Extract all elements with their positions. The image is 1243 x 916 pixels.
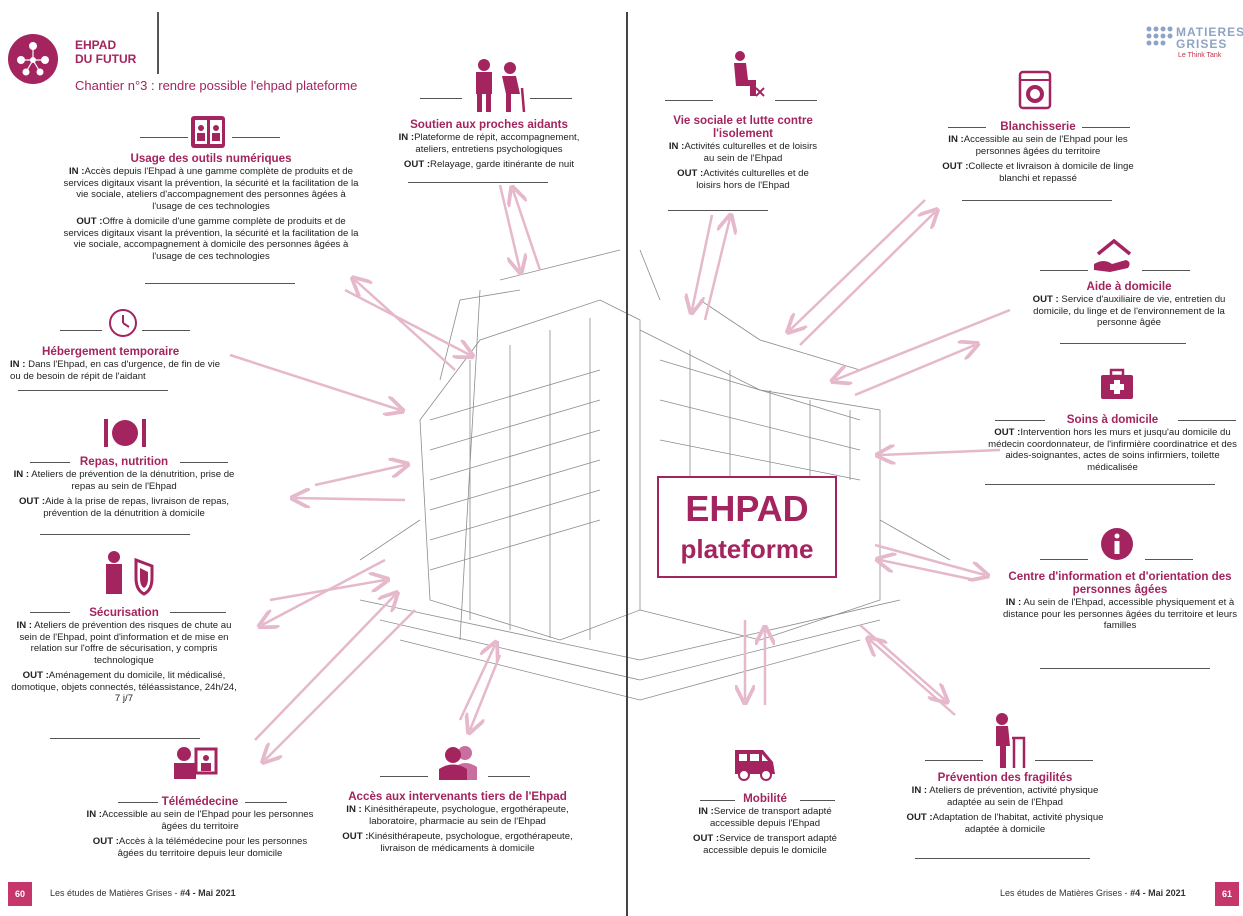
network-logo-icon — [8, 34, 58, 84]
seated-person-icon — [734, 51, 765, 97]
block-telemedecine: Télémédecine IN :Accessible au sein de l… — [86, 795, 314, 859]
tablet-icon — [191, 116, 225, 148]
footer-right: Les études de Matières Grises - #4 - Mai… — [1000, 888, 1186, 898]
block-securisation: Sécurisation IN : Ateliers de prévention… — [11, 606, 237, 704]
block-prevention: Prévention des fragilités IN : Ateliers … — [906, 771, 1104, 835]
block-mobilite: Mobilité IN :Service de transport adapté… — [693, 792, 837, 856]
block-soins: Soins à domicile OUT :Intervention hors … — [988, 413, 1237, 473]
washing-machine-icon — [1018, 70, 1052, 110]
practitioners-icon — [439, 746, 477, 780]
block-title: Usage des outils numériques — [130, 152, 292, 165]
plate-cutlery-icon — [104, 419, 146, 447]
van-icon — [735, 750, 775, 781]
home-hand-icon — [1094, 238, 1132, 272]
medical-kit-icon — [1101, 368, 1133, 399]
block-aide-domicile: Aide à domicile OUT : Service d'auxiliai… — [1032, 280, 1226, 328]
block-blanchisserie: Blanchisserie IN :Accessible au sein de … — [942, 120, 1134, 184]
walker-person-icon — [996, 713, 1026, 768]
header-rule — [157, 12, 159, 74]
brand-tagline: Le Think Tank — [1178, 52, 1222, 59]
security-person-shield-icon — [106, 551, 154, 596]
block-repas: Repas, nutrition IN : Ateliers de préven… — [13, 455, 235, 519]
clock-icon — [109, 309, 137, 337]
block-aidants: Soutien aux proches aidants IN :Platefor… — [398, 118, 580, 170]
footer-left: Les études de Matières Grises - #4 - Mai… — [50, 888, 236, 898]
block-vie-sociale: Vie sociale et lutte contre l'isolement … — [668, 114, 818, 191]
page-number-right: 61 — [1215, 882, 1239, 906]
dots-icon — [1146, 26, 1173, 46]
block-intervenants: Accès aux intervenants tiers de l'Ehpad … — [342, 790, 573, 854]
block-numerique: Usage des outils numériques IN :Accès de… — [63, 152, 359, 262]
caregivers-icon — [476, 59, 526, 113]
block-hebergement: Hébergement temporaire IN : Dans l'Ehpad… — [10, 345, 221, 382]
page-number-left: 60 — [8, 882, 32, 906]
center-label: EHPAD plateforme — [657, 476, 837, 578]
page-divider — [626, 12, 628, 916]
header-subtitle: Chantier n°3 : rendre possible l'ehpad p… — [75, 78, 358, 93]
info-icon — [1101, 528, 1133, 560]
doctor-screen-icon — [174, 747, 218, 779]
block-information: Centre d'information et d'orientation de… — [1002, 570, 1238, 631]
